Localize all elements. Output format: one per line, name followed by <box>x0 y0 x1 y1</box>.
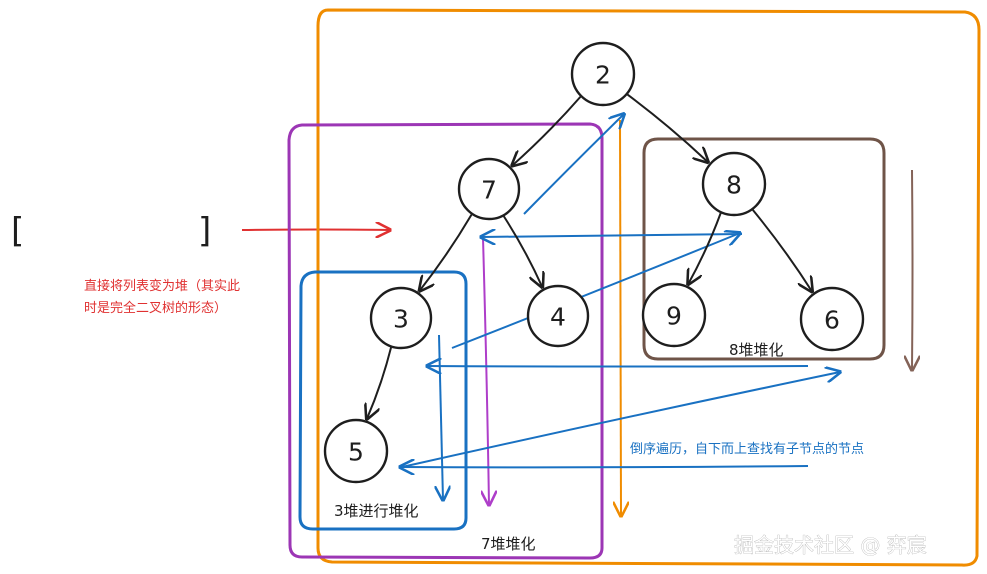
tree-node-circle <box>369 286 433 350</box>
orange-down-arrow <box>620 119 621 516</box>
tree-edge-n7-n3 <box>420 214 473 291</box>
tree-node-4: 4 <box>526 284 590 348</box>
heapify-note-line1: 直接将列表变为堆（其实此 <box>84 278 240 294</box>
tree-node-2: 2 <box>570 41 636 107</box>
box-8-heapify <box>642 137 886 361</box>
tree-node-circle <box>526 284 590 348</box>
tree-edge-n8-n6 <box>752 209 812 292</box>
box-8-caption: 8堆堆化 <box>729 341 784 359</box>
traversal-arrow-to-3 <box>427 366 809 367</box>
tree-node-label: 4 <box>550 303 566 332</box>
tree-node-label: 7 <box>481 176 497 205</box>
brown-down-arrow <box>912 169 913 370</box>
tree-node-7: 7 <box>457 157 521 221</box>
tree-node-label: 9 <box>666 302 682 331</box>
list-close-bracket: ] <box>198 211 211 251</box>
traversal-arrow-to-8 <box>451 233 740 349</box>
tree-edge-n8-n9 <box>688 212 722 284</box>
tree-node-circle <box>457 157 521 221</box>
box-3-caption: 3堆进行堆化 <box>334 502 419 520</box>
tree-node-circle <box>701 151 767 217</box>
box-2-heapify <box>316 8 981 567</box>
tree-node-label: 6 <box>824 306 840 335</box>
tree-node-label: 8 <box>726 171 742 200</box>
traversal-note: 倒序遍历，自下而上查找有子节点的节点 <box>630 441 864 457</box>
tree-node-8: 8 <box>701 151 767 217</box>
tree-node-label: 5 <box>348 438 364 467</box>
tree-edge-n2-n7 <box>512 96 582 166</box>
tree-edges <box>367 93 812 419</box>
tree-edge-n3-n5 <box>367 347 393 418</box>
box-7-caption: 7堆堆化 <box>481 535 536 553</box>
purple-down-arrow <box>483 237 489 505</box>
tree-nodes: 2 7 8 3 4 9 6 5 <box>323 41 865 484</box>
watermark: 掘金技术社区 @ 弈宸 <box>734 533 927 557</box>
traversal-arrow-to-2 <box>523 114 624 215</box>
tree-node-circle <box>641 282 707 348</box>
list-to-heap-arrow <box>241 230 390 231</box>
tree-node-6: 6 <box>799 286 865 352</box>
traversal-arrow-to-6 <box>401 372 840 468</box>
tree-node-circle <box>799 286 865 352</box>
tree-node-circle <box>570 41 636 107</box>
tree-edge-n7-n4 <box>502 215 542 287</box>
tree-edge-n2-n8 <box>626 93 708 163</box>
traversal-arrow-to-7 <box>481 234 743 237</box>
tree-node-label: 2 <box>595 61 611 90</box>
tree-node-label: 3 <box>393 305 409 334</box>
box-3-heapify <box>298 270 468 531</box>
list-open-bracket: [ <box>11 211 24 251</box>
tree-node-9: 9 <box>641 282 707 348</box>
tree-node-circle <box>323 418 389 484</box>
tree-node-3: 3 <box>369 286 433 350</box>
heapify-note-line2: 时是完全二叉树的形态） <box>84 300 227 316</box>
tree-node-5: 5 <box>323 418 389 484</box>
box-7-heapify <box>287 122 604 560</box>
traversal-arrow-to-5 <box>400 466 809 467</box>
blue-down-arrow <box>439 334 443 500</box>
